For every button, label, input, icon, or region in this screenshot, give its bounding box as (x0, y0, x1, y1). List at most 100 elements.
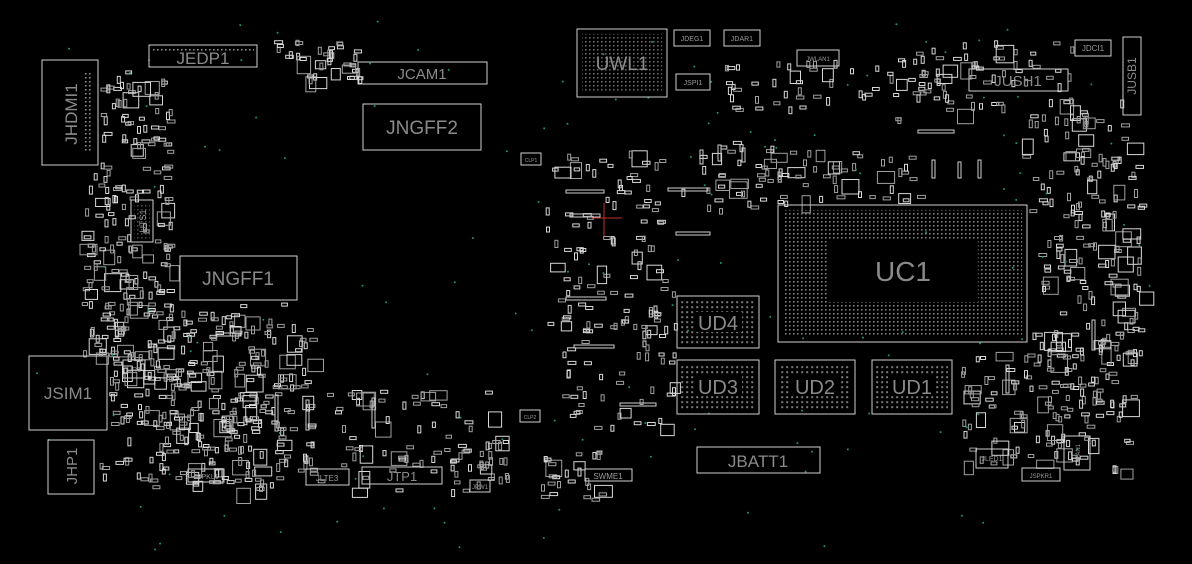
smd-part (965, 94, 973, 99)
connector-jhp1[interactable]: JHP1 (47, 439, 95, 495)
connector-jspkr1[interactable]: JSPKR1 (1021, 467, 1061, 482)
connector-jbatt1[interactable]: JBATT1 (696, 446, 821, 474)
smd-part (103, 249, 116, 266)
smd-part (772, 78, 777, 88)
smd-part (268, 318, 273, 326)
chip-ur1[interactable]: UR1 (122, 359, 146, 379)
dram-ud1[interactable]: UD1 (871, 359, 953, 415)
dram-ud4[interactable]: UD4 (676, 295, 760, 349)
chip-uts1[interactable]: UTS1 (130, 199, 154, 243)
connector-jngff2[interactable]: JNGFF2 (362, 103, 482, 151)
smd-part (1102, 337, 1107, 345)
smd-part (1001, 70, 1006, 78)
smd-part (1091, 194, 1100, 199)
dram-ud2[interactable]: UD2 (774, 359, 856, 415)
connector-jlte3[interactable]: JLTE3 (305, 468, 350, 486)
smd-part (153, 344, 158, 354)
smd-part (1027, 353, 1036, 358)
smd-part (1067, 276, 1076, 281)
smd-part (576, 386, 583, 391)
resistor-array (741, 147, 746, 163)
smd-part (633, 421, 642, 426)
connector-jngff1[interactable]: JNGFF1 (179, 255, 298, 301)
connector-jcam1[interactable]: JCAM1 (357, 61, 488, 85)
connector-jedp1[interactable]: JEDP1 (148, 44, 258, 68)
connector-jtp1[interactable]: JTP1 (361, 466, 443, 485)
smd-part (103, 131, 113, 136)
smd-part (1114, 284, 1131, 297)
smd-part (869, 195, 876, 200)
via (859, 172, 862, 175)
smd-part (127, 437, 132, 447)
smd-part (104, 305, 112, 310)
smd-part (126, 189, 134, 194)
connector-jsim1[interactable]: JSIM1 (28, 355, 108, 431)
connector-jspi1[interactable]: JSPI1 (675, 73, 711, 91)
smd-part (476, 481, 481, 490)
connector-jush1[interactable]: JUSH1 (968, 68, 1069, 92)
connector-jusb1[interactable]: JUSB1 (1122, 36, 1142, 116)
connector-jhdmi1[interactable]: JHDMI1 (41, 59, 99, 166)
label-ud3: UD3 (698, 377, 738, 399)
smd-part (215, 325, 223, 330)
module-uwl1[interactable]: UWL1 (576, 28, 668, 98)
smd-part (485, 441, 490, 451)
connector-jdci1[interactable]: JDCI1 (1074, 39, 1112, 57)
smd-part (150, 478, 159, 483)
smd-part (1101, 346, 1112, 365)
smd-part (101, 466, 111, 470)
smd-part (402, 401, 407, 410)
connector-jbpkl1[interactable]: JBPKL1 (187, 468, 225, 483)
smd-part (549, 492, 559, 497)
smd-part (142, 254, 154, 264)
smd-part (1065, 151, 1076, 162)
connector-jwlan1[interactable]: JWLAN1 (796, 49, 840, 67)
switch-swme1[interactable]: SWME1 (584, 468, 633, 482)
smd-part (1078, 376, 1083, 386)
smd-part (936, 78, 941, 86)
smd-part (155, 426, 165, 431)
clip-clp2[interactable]: CLP2 (519, 409, 541, 423)
connector-jpw1[interactable]: JPW1 (469, 479, 491, 493)
smd-part (212, 355, 224, 373)
connector-jdar1[interactable]: JDAR1 (723, 29, 761, 47)
smd-part (309, 337, 318, 342)
connector-jdeg1[interactable]: JDEG1 (673, 29, 711, 47)
smd-part (156, 311, 164, 316)
smd-part (159, 463, 164, 472)
smd-part (1032, 332, 1037, 341)
smd-part (1047, 405, 1054, 410)
smd-part (1039, 341, 1044, 351)
smd-part (342, 425, 346, 433)
smd-part (457, 443, 467, 448)
smd-part (1099, 368, 1107, 373)
smd-part (122, 134, 127, 142)
smd-part (126, 83, 131, 90)
via (147, 309, 150, 312)
via (602, 272, 605, 275)
smd-part (276, 439, 293, 451)
smd-part (271, 407, 276, 416)
smd-part (120, 326, 130, 331)
smd-part (158, 289, 166, 294)
smd-part (567, 479, 576, 484)
smd-part (809, 67, 818, 72)
smd-part (540, 494, 550, 499)
via (628, 386, 631, 389)
connector-jfan1[interactable]: JFAN1 (1063, 435, 1091, 471)
smd-part (120, 403, 128, 408)
smd-part (1091, 162, 1098, 167)
smd-part (1084, 115, 1089, 125)
smd-part (1112, 465, 1117, 474)
connector-jled1[interactable]: JLED1 (975, 448, 1009, 469)
dram-ud3[interactable]: UD3 (676, 359, 760, 415)
smd-part (570, 157, 579, 162)
smd-part (657, 219, 666, 224)
clip-clp1[interactable]: CLP1 (520, 152, 542, 166)
smd-part (760, 197, 768, 202)
cpu-uc1[interactable]: UC1 (777, 204, 1028, 343)
smd-part (964, 53, 969, 61)
smd-part (81, 230, 95, 241)
smd-part (1052, 333, 1056, 342)
smd-part (1013, 61, 1018, 70)
